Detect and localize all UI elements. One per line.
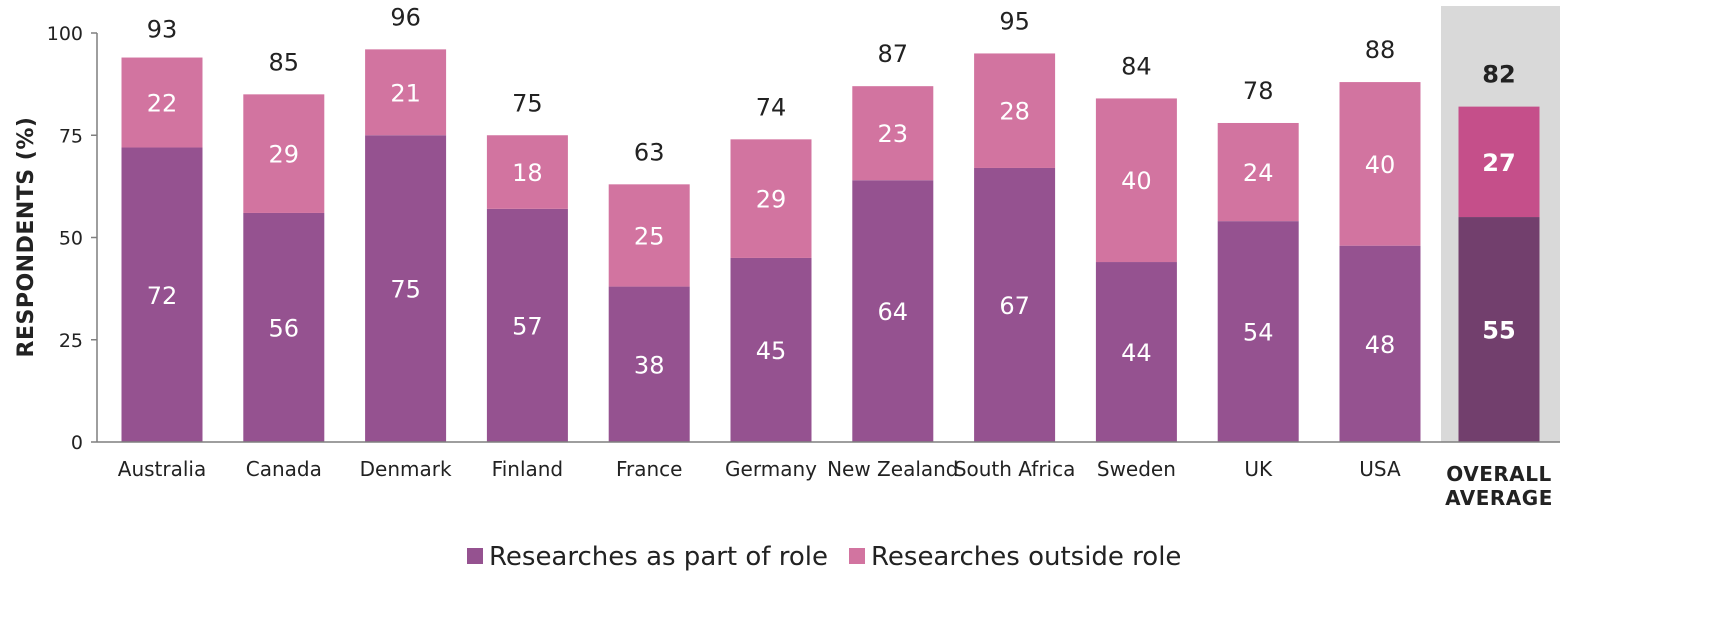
y-axis-title: RESPONDENTS (%)	[14, 117, 39, 358]
total-label: 74	[756, 93, 787, 121]
bars-group: 72 22 93 56 29 85 75 21 96 57 18 75 38 25 63 45 29 74 64 23…	[121, 3, 1540, 443]
data-label-outside-role: 25	[634, 222, 665, 250]
data-label-outside-role: 23	[878, 120, 909, 148]
bar-segment-part-of-role	[243, 212, 325, 442]
bar-segment-outside-role	[243, 94, 325, 213]
bar-segment-part-of-role	[730, 257, 812, 442]
bar-segment-outside-role	[1095, 98, 1177, 263]
x-axis: Australia Canada Denmark Finland France Germa…	[97, 441, 1560, 510]
y-tick-label: 50	[59, 228, 83, 250]
total-label: 63	[634, 138, 665, 166]
x-category-label: UK	[1244, 457, 1273, 481]
bar-segment-part-of-role	[1217, 221, 1299, 442]
data-label-outside-role: 21	[390, 79, 421, 107]
y-tick-label: 75	[59, 125, 83, 147]
total-label: 88	[1365, 36, 1396, 64]
data-label-part-of-role: 44	[1121, 339, 1152, 367]
data-label-part-of-role: 55	[1482, 317, 1515, 345]
data-label-part-of-role: 57	[512, 312, 543, 340]
bar-segment-part-of-role	[486, 208, 568, 442]
bar-segment-outside-role	[608, 184, 690, 287]
legend-swatch-part-of-role	[467, 548, 483, 564]
total-label: 87	[878, 40, 909, 68]
bar-segment-outside-role	[1217, 122, 1299, 222]
data-label-part-of-role: 56	[269, 314, 300, 342]
legend: Researches as part of role Researches ou…	[467, 542, 1181, 572]
bar-segment-outside-role	[486, 135, 568, 209]
bar-segment-part-of-role	[121, 147, 203, 442]
data-label-outside-role: 40	[1121, 167, 1152, 195]
bar-segment-outside-role	[1458, 106, 1540, 218]
total-label: 82	[1482, 61, 1515, 89]
data-label-part-of-role: 64	[878, 298, 909, 326]
data-label-outside-role: 40	[1365, 151, 1396, 179]
data-label-part-of-role: 54	[1243, 319, 1274, 347]
data-label-outside-role: 22	[147, 90, 178, 118]
x-category-label-average: AVERAGE	[1445, 486, 1553, 510]
bar-segment-part-of-role	[1095, 262, 1177, 442]
x-category-label: New Zealand	[827, 457, 958, 481]
total-label: 95	[999, 7, 1030, 35]
total-label: 85	[269, 48, 300, 76]
total-label: 96	[390, 3, 421, 31]
bar-segment-part-of-role	[365, 135, 447, 442]
bar-segment-outside-role	[974, 53, 1056, 168]
bar-segment-part-of-role	[1458, 217, 1540, 442]
data-label-part-of-role: 45	[756, 337, 787, 365]
x-category-label: South Africa	[954, 457, 1076, 481]
total-label: 84	[1121, 52, 1152, 80]
data-label-outside-role: 27	[1482, 149, 1515, 177]
x-category-label: USA	[1359, 457, 1401, 481]
data-label-outside-role: 28	[999, 98, 1030, 126]
bar-segment-part-of-role	[974, 167, 1056, 442]
data-label-part-of-role: 72	[147, 282, 178, 310]
bar-segment-outside-role	[852, 86, 934, 181]
bar-segment-part-of-role	[1339, 245, 1421, 442]
total-label: 93	[147, 16, 178, 44]
data-label-part-of-role: 38	[634, 351, 665, 379]
data-label-part-of-role: 67	[999, 292, 1030, 320]
x-category-label: Denmark	[360, 457, 452, 481]
data-label-part-of-role: 75	[390, 276, 421, 304]
y-tick-label: 0	[71, 432, 83, 454]
bar-segment-part-of-role	[608, 286, 690, 442]
x-category-label: Australia	[118, 457, 206, 481]
x-category-label: Canada	[246, 457, 322, 481]
bar-segment-outside-role	[1339, 82, 1421, 246]
data-label-outside-role: 18	[512, 159, 543, 187]
x-category-label: Sweden	[1097, 457, 1176, 481]
total-label: 75	[512, 89, 543, 117]
bar-segment-outside-role	[365, 49, 447, 136]
legend-label-part-of-role: Researches as part of role	[489, 542, 828, 572]
y-tick-label: 100	[47, 23, 83, 45]
bar-segment-part-of-role	[852, 180, 934, 443]
bar-segment-outside-role	[121, 57, 203, 148]
x-category-label: France	[616, 457, 683, 481]
data-label-part-of-role: 48	[1365, 331, 1396, 359]
y-axis: 0 25 50 75 100	[47, 23, 98, 454]
legend-label-outside-role: Researches outside role	[871, 542, 1181, 572]
legend-swatch-outside-role	[849, 548, 865, 564]
y-tick-label: 25	[59, 330, 83, 352]
bar-segment-outside-role	[730, 139, 812, 258]
x-category-label-average: OVERALL	[1446, 462, 1551, 486]
data-label-outside-role: 29	[756, 186, 787, 214]
x-category-label: Finland	[492, 457, 563, 481]
total-label: 78	[1243, 77, 1274, 105]
data-label-outside-role: 24	[1243, 159, 1274, 187]
x-category-label: Germany	[725, 457, 817, 481]
data-label-outside-role: 29	[269, 141, 300, 169]
